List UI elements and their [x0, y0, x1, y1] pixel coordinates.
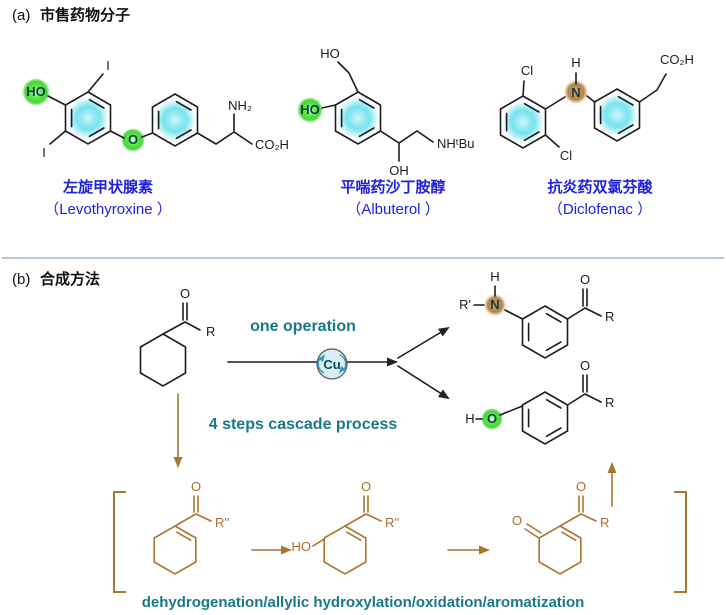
- ring-highlight: [67, 97, 109, 139]
- phenol-oxygen-label: O: [487, 411, 497, 426]
- cycle-arrowhead-icon: [319, 354, 325, 362]
- left-bracket: [113, 491, 126, 593]
- oxygen-label: O: [128, 132, 138, 147]
- diclofenac-name-cn: 抗炎药双氯芬酸: [547, 178, 653, 196]
- right-bracket: [674, 491, 687, 593]
- r-group-label: R'': [215, 515, 229, 530]
- intermediate-cyclohexenone: O O R: [512, 479, 609, 575]
- ho-left-label: HO: [300, 102, 320, 117]
- product-hydroxy-aryl-ketone: H O O R: [465, 358, 614, 445]
- carbonyl-oxygen-label: O: [361, 479, 371, 494]
- diclofenac-name-en: （Diclofenac ）: [548, 201, 652, 218]
- cyclohexenone-ring: [538, 525, 582, 575]
- bonds: [524, 495, 597, 539]
- carbonyl-oxygen-label: O: [576, 479, 586, 494]
- bonds: [312, 495, 382, 547]
- molecule-diclofenac: Cl Cl H N CO₂H: [499, 52, 694, 163]
- bonds: [47, 73, 253, 145]
- start-material-cyclohexyl-ketone: O R: [139, 286, 215, 387]
- chlorine-label: Cl: [560, 148, 572, 163]
- ho-label: HO: [26, 84, 46, 99]
- section-b-label: (b): [12, 271, 30, 288]
- levothyroxine-name-cn: 左旋甲状腺素: [62, 178, 153, 196]
- r-group-label: R: [600, 515, 609, 530]
- amine-highlight: [564, 80, 588, 104]
- iodine-label: I: [106, 58, 110, 73]
- catalyst-circle: [316, 348, 348, 380]
- section-a-title: 市售药物分子: [40, 6, 130, 24]
- r-group-label: R: [605, 395, 614, 410]
- hydroxyl-highlight: [297, 97, 323, 123]
- bonds: [522, 72, 667, 148]
- oh-label: OH: [389, 163, 409, 178]
- nh-hydrogen-label: H: [571, 55, 580, 70]
- ring-highlight: [154, 99, 196, 141]
- ring-highlight: [502, 101, 544, 143]
- levothyroxine-name-en: （Levothyroxine ）: [44, 201, 172, 218]
- cyclohexene-ring: [153, 525, 197, 575]
- iodine-label: I: [42, 145, 46, 160]
- catalyst-label: Cu: [323, 357, 340, 372]
- r-prime-label: R': [459, 297, 471, 312]
- amine-highlight: [484, 294, 506, 316]
- section-a-label: (a): [12, 7, 30, 24]
- section-b-title: 合成方法: [39, 270, 100, 288]
- acid-label: CO₂H: [660, 52, 694, 67]
- nhtbu-label: NHᵗBu: [437, 136, 475, 151]
- hydroxyl-highlight: [22, 78, 50, 106]
- r-group-label: R'': [385, 515, 399, 530]
- benzene-ring: [521, 305, 569, 359]
- ho-label: HO: [292, 539, 312, 554]
- ring-highlight: [596, 94, 638, 136]
- r-group-label: R: [206, 324, 215, 339]
- hydroxyl-highlight: [481, 408, 503, 430]
- albuterol-name-cn: 平喘药沙丁胺醇: [340, 178, 445, 196]
- bonds: [321, 61, 434, 162]
- bonds: [473, 285, 602, 320]
- oh-hydrogen-label: H: [465, 411, 474, 426]
- cyclohexane-ring: [139, 333, 187, 387]
- mechanism-caption: dehydrogenation/allylic hydroxylation/ox…: [142, 594, 585, 611]
- bonds: [174, 495, 212, 527]
- cyclohexene-ring: [323, 525, 367, 575]
- product-amino-aryl-ketone: H R' N O R: [459, 269, 614, 359]
- chlorine-label: Cl: [521, 63, 533, 78]
- nitrogen-label: N: [490, 297, 499, 312]
- branch-arrow-to-phenol: [397, 365, 450, 400]
- molecule-albuterol: HO HO OH NHᵗBu: [297, 46, 475, 178]
- bonds: [162, 302, 201, 335]
- benzene-ring: [521, 391, 569, 445]
- cycle-arrowhead-icon: [339, 366, 345, 374]
- branch-arrow-to-amine: [397, 326, 450, 359]
- ring-highlight: [337, 97, 379, 139]
- acid-label: CO₂H: [255, 137, 289, 152]
- ether-oxygen-highlight: [121, 128, 145, 152]
- molecule-levothyroxine: HO I I O NH₂ CO₂H: [22, 58, 289, 160]
- bonds: [475, 374, 602, 420]
- one-operation-text: one operation: [250, 318, 356, 335]
- ho-top-label: HO: [320, 46, 340, 61]
- cascade-text: 4 steps cascade process: [209, 416, 398, 433]
- carbonyl-oxygen-label: O: [580, 272, 590, 287]
- intermediate-allylic-alcohol: HO O R'': [292, 479, 399, 575]
- albuterol-name-en: （Albuterol ）: [346, 201, 439, 218]
- ring-ketone-oxygen-label: O: [512, 513, 522, 528]
- r-group-label: R: [605, 309, 614, 324]
- nitrogen-label: N: [571, 85, 580, 100]
- amine-label: NH₂: [228, 98, 252, 113]
- carbonyl-oxygen-label: O: [191, 479, 201, 494]
- carbonyl-oxygen-label: O: [580, 358, 590, 373]
- carbonyl-oxygen-label: O: [180, 286, 190, 301]
- cu-catalyst-cycle: Cu: [316, 348, 348, 380]
- intermediate-cyclohexenyl-ketone: O R'': [153, 479, 229, 575]
- nh-hydrogen-label: H: [490, 269, 499, 284]
